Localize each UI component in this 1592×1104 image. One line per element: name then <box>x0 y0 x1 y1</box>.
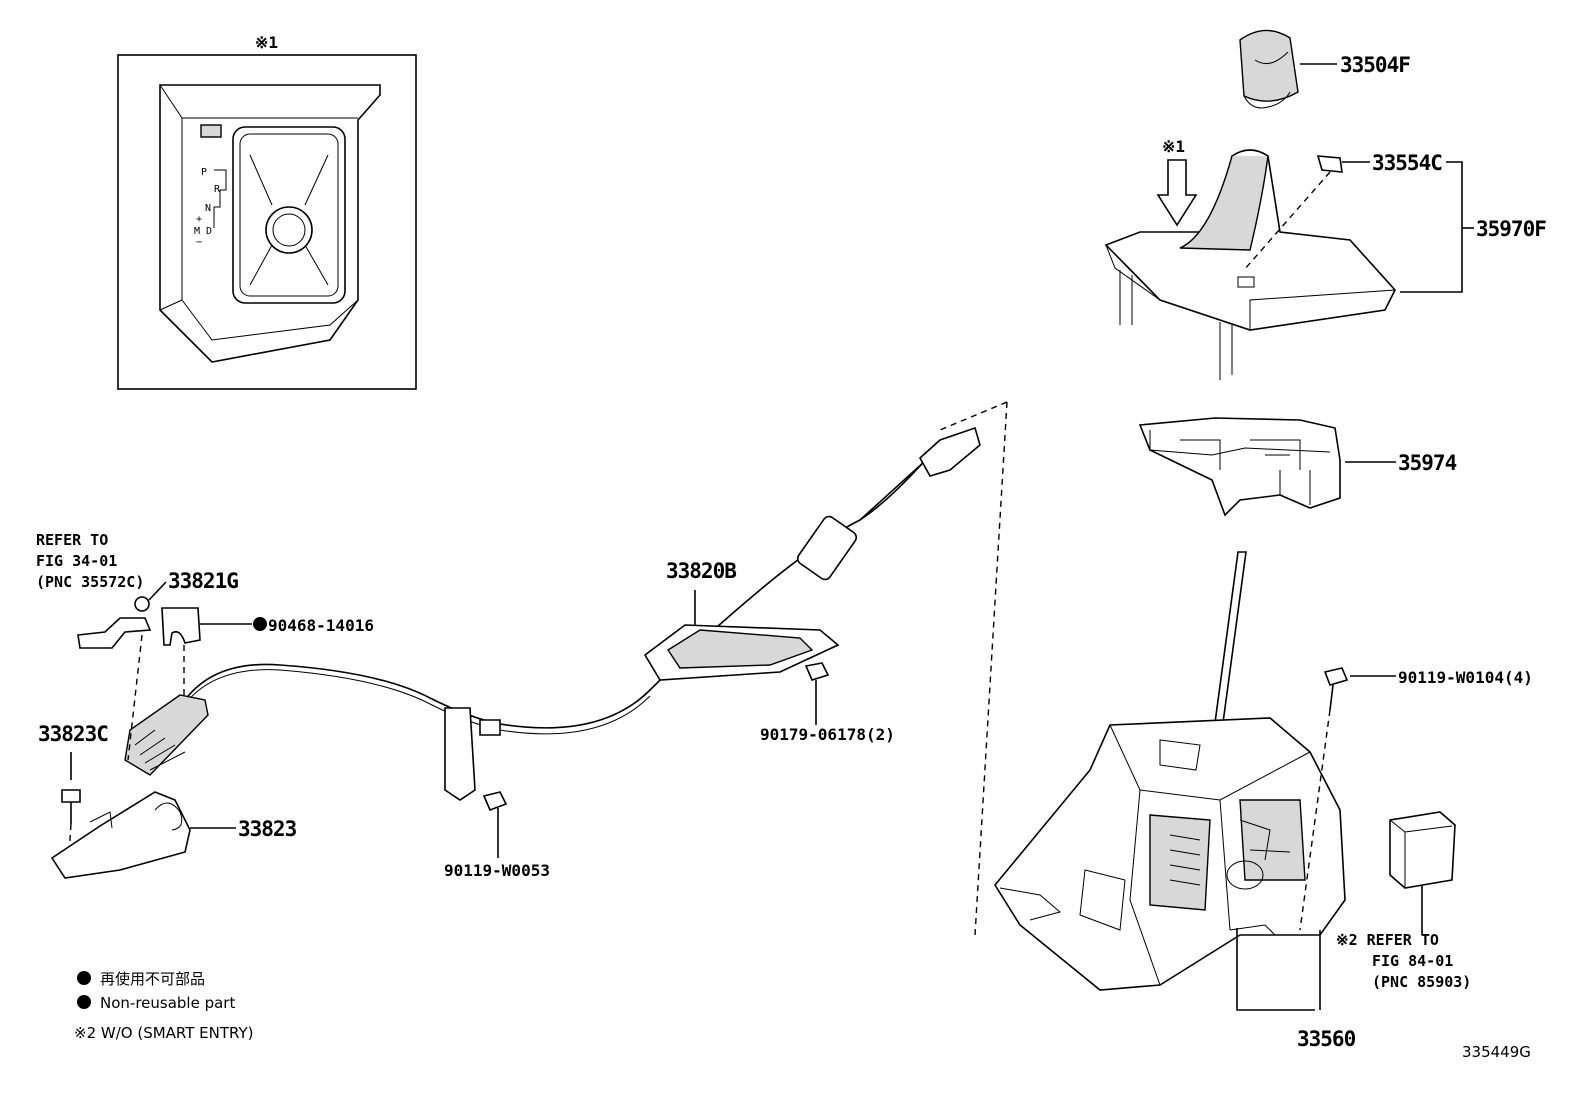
boot-note-mark: ※1 <box>1162 137 1185 156</box>
clip-33554C <box>1316 155 1343 173</box>
gate-M: M <box>194 226 200 237</box>
shift-boot-assembly: ※1 <box>1104 137 1474 380</box>
projection-line-side <box>974 401 1008 936</box>
inset-note-label: ※1 <box>255 33 278 52</box>
ref-right-line2: FIG 84-01 <box>1372 952 1453 970</box>
ref-left-line2: FIG 34-01 <box>36 552 117 570</box>
arrow-icon <box>1156 159 1198 227</box>
ref-right-line1: ※2 REFER TO <box>1336 931 1439 949</box>
bolt-90119-W0053 <box>482 791 508 858</box>
figure-code: 335449G <box>1462 1043 1531 1061</box>
gate-D: D <box>206 226 212 237</box>
smart-entry-unit <box>1389 811 1456 935</box>
legend: 再使用不可部品 Non-reusable part ※2 W/O (SMART … <box>74 970 254 1042</box>
bracket-assembly <box>50 752 236 879</box>
inset-panel: ※1 P R N D M + − <box>117 33 417 390</box>
shift-console-panel: P R N D M + − <box>159 84 381 363</box>
label-33821G: 33821G <box>168 569 238 593</box>
legend-line-3: ※2 W/O (SMART ENTRY) <box>74 1024 254 1042</box>
bolt-90119-W0104 <box>1299 667 1396 931</box>
label-90119-W0104: 90119-W0104(4) <box>1398 668 1533 687</box>
non-reusable-marker <box>253 617 267 631</box>
label-33554C: 33554C <box>1372 151 1442 175</box>
label-33823C: 33823C <box>38 722 108 746</box>
shift-lever-assembly <box>994 551 1346 1011</box>
retainer-90468 <box>161 607 267 700</box>
indicator-icon <box>200 124 222 138</box>
projection-line-top <box>939 401 1008 431</box>
gate-R: R <box>214 184 221 195</box>
label-33504F: 33504F <box>1340 53 1410 77</box>
label-33560: 33560 <box>1297 1027 1356 1051</box>
label-33820B: 33820B <box>666 559 736 583</box>
ref-right-line3: (PNC 85903) <box>1372 973 1471 991</box>
clip-33821G <box>77 581 167 761</box>
gate-N: N <box>205 203 211 214</box>
label-90119-W0053: 90119-W0053 <box>444 861 550 880</box>
label-90468-14016: 90468-14016 <box>268 616 374 635</box>
shift-cable <box>124 426 981 801</box>
legend-line-2: Non-reusable part <box>100 994 235 1012</box>
shift-lever-rod <box>1211 551 1247 746</box>
label-35970F: 35970F <box>1476 217 1546 241</box>
legend-bullet-1 <box>77 971 91 985</box>
inset-frame <box>117 54 417 390</box>
gate-P: P <box>201 167 207 178</box>
ref-left-line1: REFER TO <box>36 531 108 549</box>
shift-knob <box>1239 29 1337 109</box>
housing-cover <box>1138 417 1396 517</box>
nut-90179 <box>804 662 830 725</box>
ref-left-line3: (PNC 35572C) <box>36 573 144 591</box>
legend-bullet-2 <box>77 995 91 1009</box>
label-33823: 33823 <box>238 817 297 841</box>
gate-minus: − <box>196 237 202 248</box>
label-90179-06178: 90179-06178(2) <box>760 725 895 744</box>
legend-line-1: 再使用不可部品 <box>100 970 205 988</box>
label-35974: 35974 <box>1398 451 1457 475</box>
gate-plus: + <box>196 214 202 225</box>
